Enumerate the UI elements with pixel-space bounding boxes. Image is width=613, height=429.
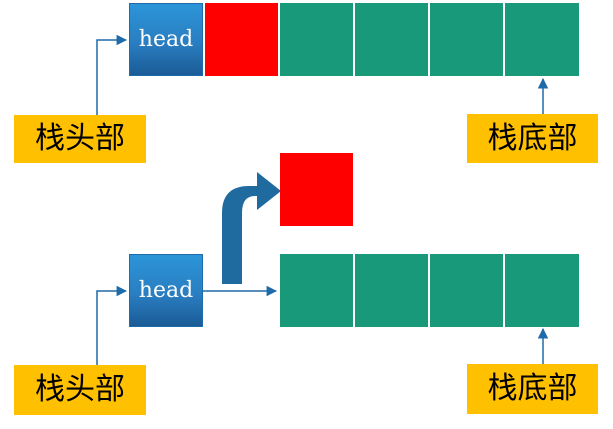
top-bottom-pointer-label: 栈底部 xyxy=(467,114,598,163)
bottom-bottom-pointer-label: 栈底部 xyxy=(467,364,598,414)
bottom-stack-node xyxy=(280,254,353,327)
top-head-pointer-label: 栈头部 xyxy=(14,115,146,163)
bottom-head-node-label: head xyxy=(138,278,194,303)
top-stack-node xyxy=(505,3,579,76)
bottom-head-pointer-label: 栈头部 xyxy=(14,365,146,415)
top-popped-node xyxy=(205,3,278,76)
top-head-node-label: head xyxy=(138,27,194,52)
bottom-head-pointer-arrow xyxy=(96,285,128,365)
top-stack-node xyxy=(430,3,503,76)
top-stack-node xyxy=(280,3,353,76)
popped-node xyxy=(280,153,353,226)
bottom-stack-node xyxy=(355,254,428,327)
bottom-head-node: head xyxy=(129,254,203,327)
pop-curved-arrow xyxy=(222,172,281,284)
top-stack-node xyxy=(355,3,428,76)
top-head-node: head xyxy=(129,3,203,76)
bottom-stack-node xyxy=(505,254,579,327)
bottom-stack-node xyxy=(430,254,503,327)
top-head-pointer-arrow xyxy=(96,34,128,115)
